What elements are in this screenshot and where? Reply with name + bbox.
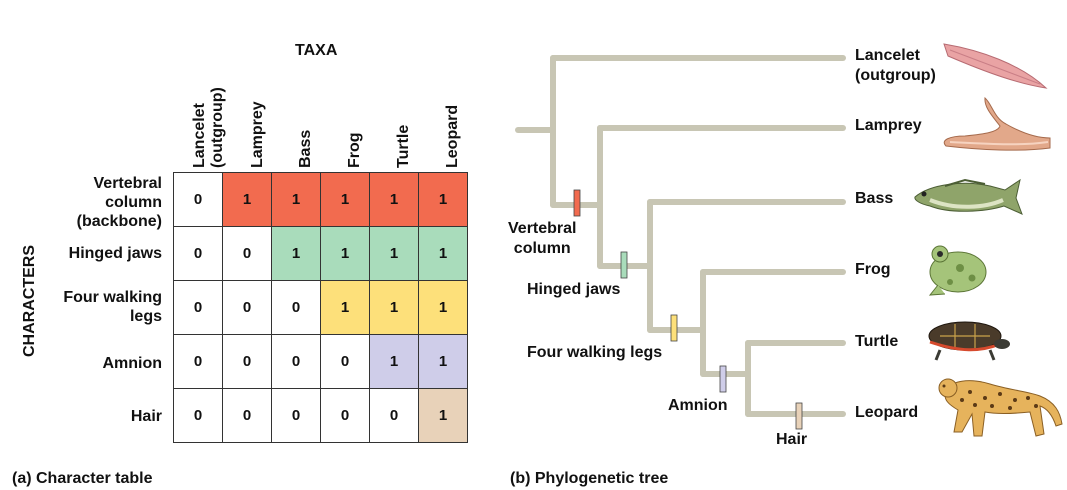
trait-marker-vertebral-column: [573, 189, 581, 217]
table-cell: 1: [418, 388, 468, 443]
trait-label-vertebral-column: Vertebral column: [508, 220, 577, 257]
tip-label-bass: Bass: [855, 190, 894, 207]
table-cell: 1: [320, 172, 370, 227]
table-cell: 1: [369, 280, 419, 335]
turtle-illustration: [928, 321, 1010, 361]
table-cell: 0: [173, 280, 223, 335]
table-cell: 1: [418, 280, 468, 335]
table-cell: 1: [369, 334, 419, 389]
table-cell: 1: [418, 334, 468, 389]
tip-label-lancelet: Lancelet (outgroup): [855, 47, 936, 84]
row-header-hair: Hair: [130, 408, 162, 425]
trait-marker-hinged-jaws: [620, 251, 628, 279]
lamprey-illustration: [943, 96, 1051, 151]
tip-label-lamprey: Lamprey: [855, 117, 922, 134]
table-cell: 0: [173, 334, 223, 389]
table-cell: 1: [222, 172, 272, 227]
caption-character-table: (a) Character table: [12, 470, 153, 487]
table-cell: 0: [320, 388, 370, 443]
tip-label-frog: Frog: [855, 261, 891, 278]
caption-phylogenetic-tree: (b) Phylogenetic tree: [510, 470, 669, 487]
tree-branches: [515, 55, 846, 417]
leopard-illustration: [938, 378, 1063, 437]
trait-markers: [573, 189, 803, 430]
tip-label-turtle: Turtle: [855, 333, 899, 350]
row-header-vertebral-column: Vertebral column (backbone): [76, 175, 162, 230]
table-cell: 1: [369, 226, 419, 281]
table-cell: 1: [369, 172, 419, 227]
trait-marker-four-walking-legs: [670, 314, 678, 342]
trait-marker-amnion: [719, 365, 727, 393]
row-header-four-walking-legs: Four walking legs: [63, 289, 162, 325]
trait-marker-hair: [795, 402, 803, 430]
table-cell: 0: [173, 172, 223, 227]
table-cell: 1: [320, 226, 370, 281]
frog-illustration: [928, 245, 987, 296]
table-cell: 1: [271, 172, 321, 227]
tip-label-leopard: Leopard: [855, 404, 919, 421]
trait-label-hinged-jaws: Hinged jaws: [527, 281, 621, 298]
row-headers: Vertebral column (backbone) Hinged jaws …: [40, 172, 162, 447]
row-header-hinged-jaws: Hinged jaws: [68, 245, 162, 262]
table-cell: 0: [271, 280, 321, 335]
table-cell: 1: [418, 172, 468, 227]
trait-label-hair: Hair: [776, 431, 808, 448]
taxa-title: TAXA: [295, 42, 338, 59]
trait-label-four-walking-legs: Four walking legs: [527, 344, 663, 361]
row-header-amnion: Amnion: [102, 355, 162, 372]
table-cell: 0: [173, 226, 223, 281]
trait-label-amnion: Amnion: [668, 397, 728, 414]
table-cell: 1: [418, 226, 468, 281]
lancelet-illustration: [943, 43, 1048, 89]
bass-illustration: [914, 178, 1023, 215]
table-cell: 0: [222, 226, 272, 281]
